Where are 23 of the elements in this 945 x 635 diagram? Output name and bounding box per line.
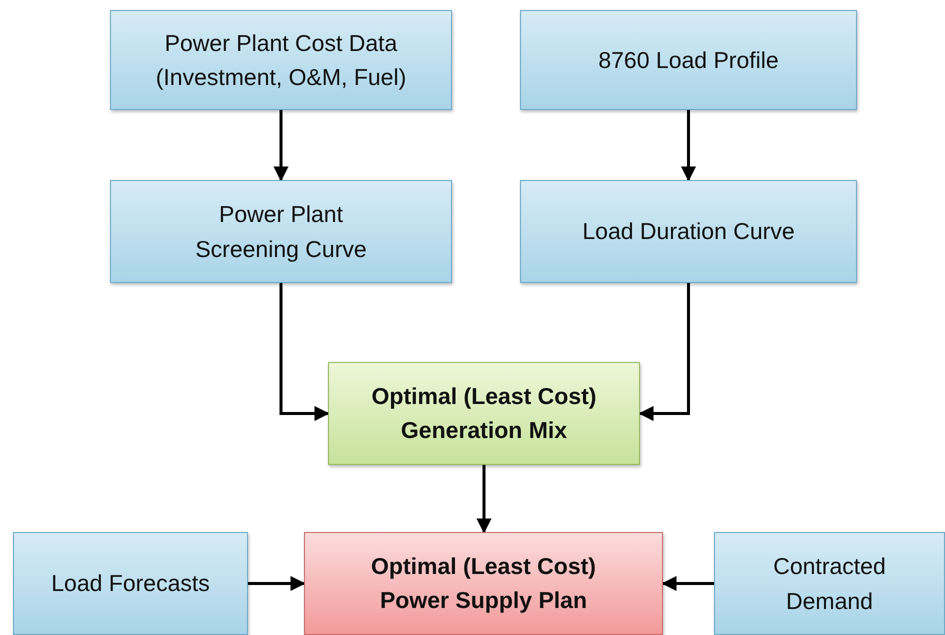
box-label: Power Plant Cost Data (Investment, O&M, Fuel) bbox=[154, 28, 408, 92]
process-box bbox=[520, 10, 857, 110]
arrow bbox=[280, 283, 330, 421]
result-box bbox=[328, 362, 640, 465]
arrow bbox=[248, 576, 306, 591]
process-box bbox=[520, 180, 857, 283]
arrow bbox=[681, 110, 696, 182]
arrow bbox=[638, 283, 690, 421]
box-label: Load Duration Curve bbox=[581, 217, 796, 246]
box-label: Load Forecasts bbox=[50, 569, 211, 598]
arrow bbox=[662, 576, 714, 591]
box-label: Optimal (Least Cost) Power Supply Plan bbox=[370, 552, 597, 615]
box-label: 8760 Load Profile bbox=[597, 46, 780, 75]
process-box bbox=[110, 10, 452, 110]
arrow bbox=[476, 465, 492, 534]
result-box bbox=[304, 532, 663, 635]
arrow bbox=[274, 110, 288, 182]
process-box bbox=[13, 532, 248, 635]
process-box bbox=[110, 180, 452, 283]
box-label: Optimal (Least Cost) Generation Mix bbox=[370, 382, 598, 444]
box-label: Contracted Demand bbox=[772, 552, 887, 616]
box-label: Power Plant Screening Curve bbox=[194, 200, 368, 264]
process-box bbox=[714, 532, 945, 635]
